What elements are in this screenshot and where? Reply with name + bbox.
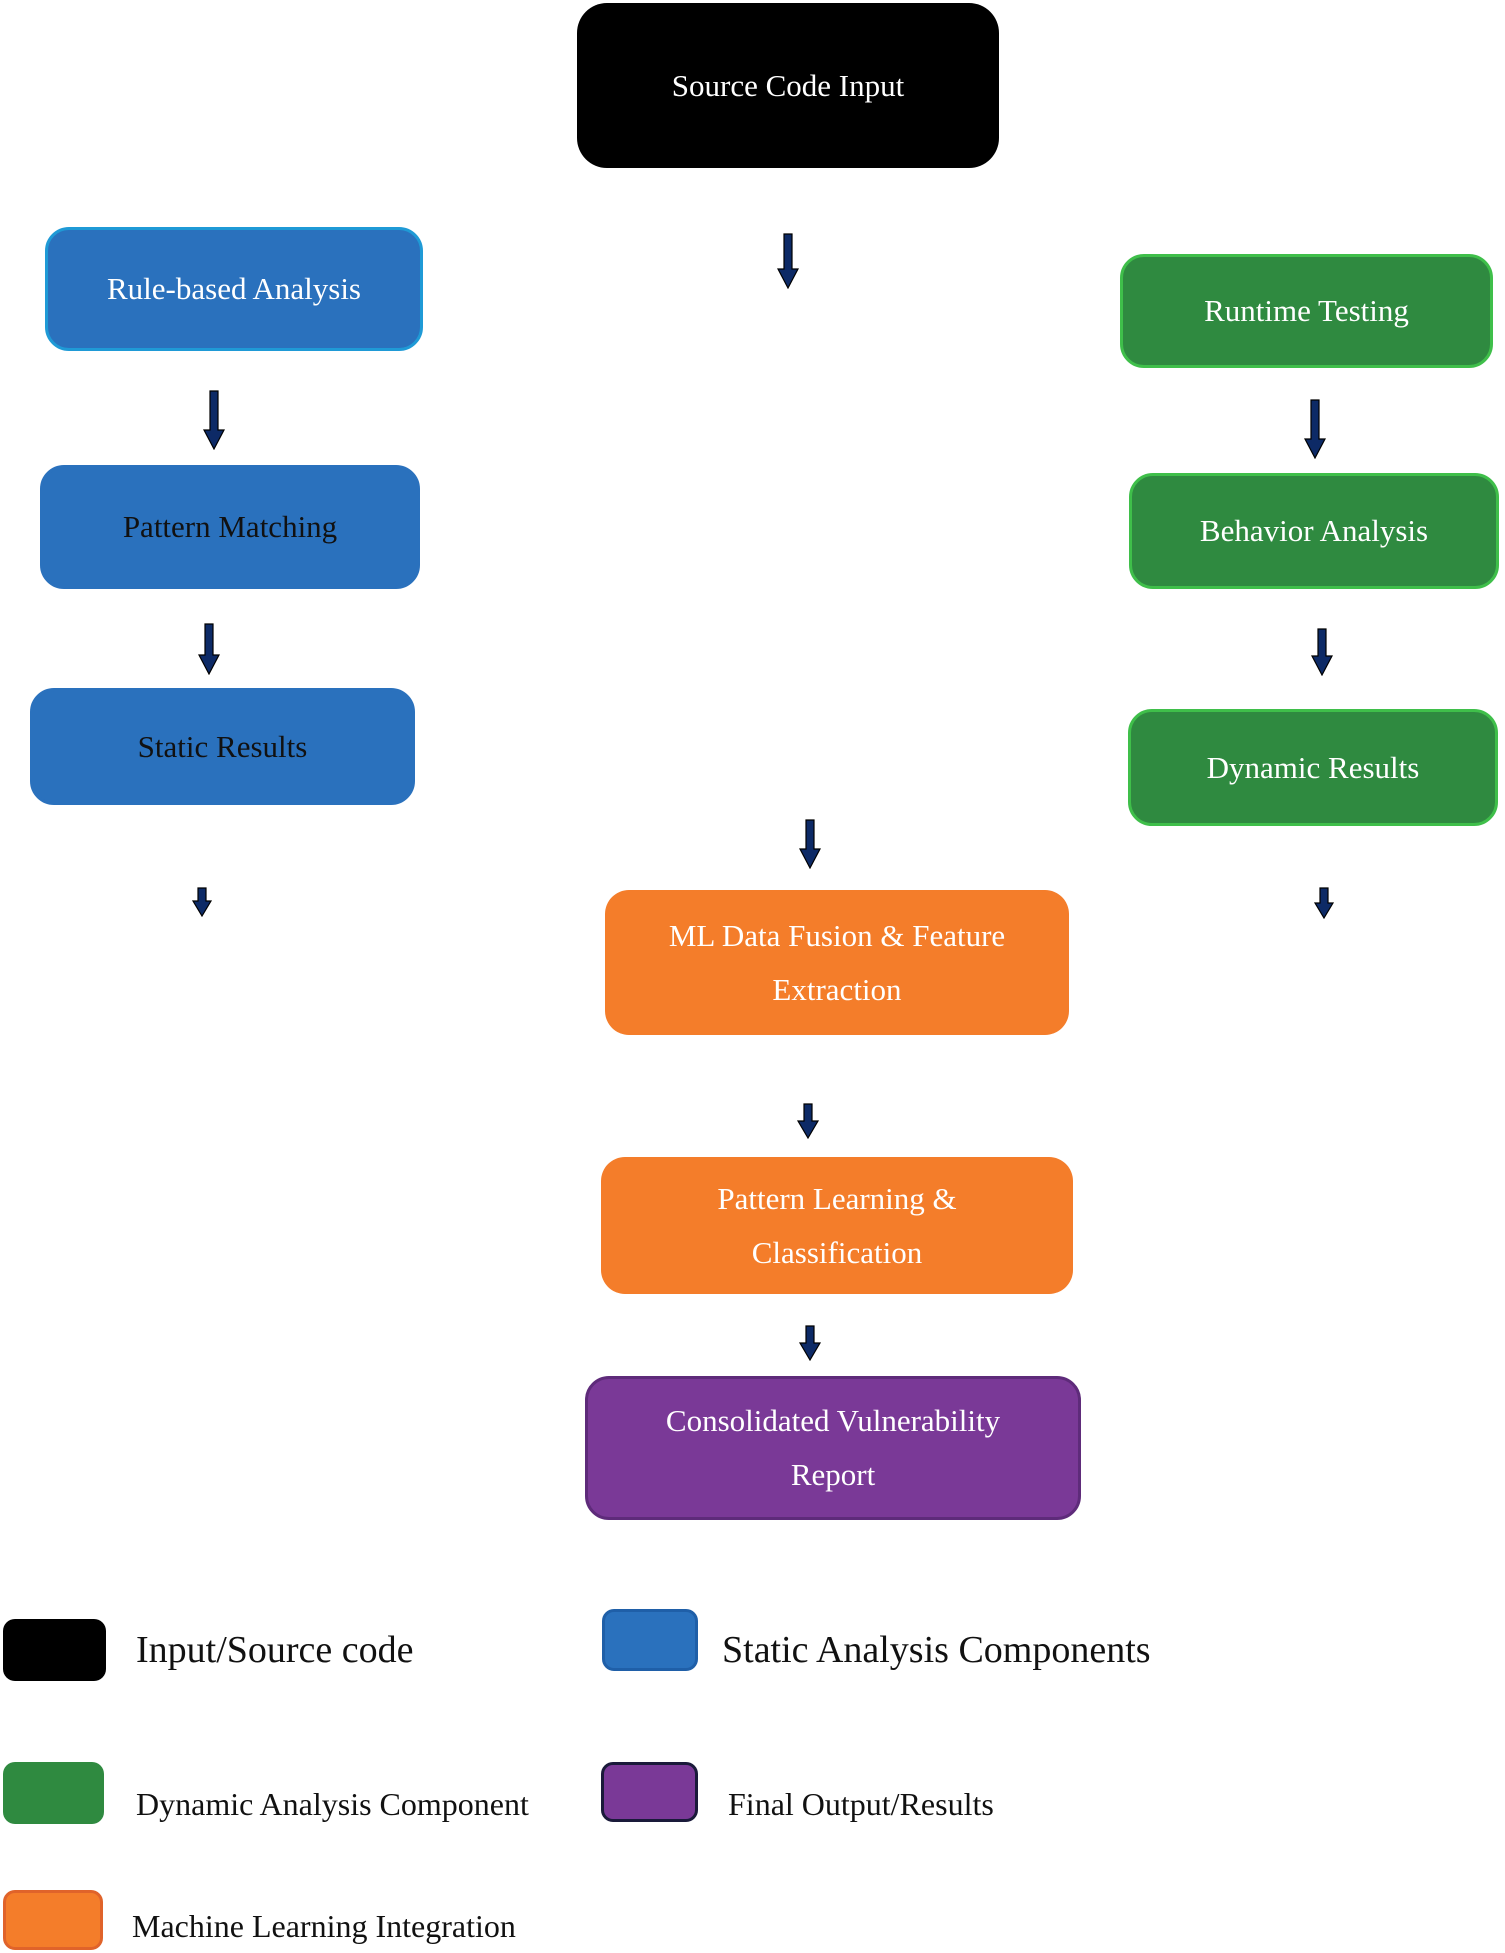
legend-label-dynamic: Dynamic Analysis Component bbox=[136, 1786, 529, 1822]
legend-label-final: Final Output/Results bbox=[728, 1786, 994, 1822]
ml-data-fusion-node: ML Data Fusion & Feature Extraction bbox=[605, 890, 1069, 1035]
ml-data-fusion-line1: ML Data Fusion & Feature bbox=[668, 917, 1006, 953]
pattern-learning-line1: Pattern Learning & bbox=[717, 1180, 957, 1216]
source-code-input-node: Source Code Input bbox=[577, 3, 999, 168]
arrow-down-icon bbox=[1311, 628, 1333, 676]
consolidated-report-line1: Consolidated Vulnerability bbox=[665, 1403, 1001, 1438]
consolidated-report-node: Consolidated Vulnerability Report bbox=[585, 1376, 1081, 1520]
arrow-down-icon bbox=[198, 623, 220, 675]
behavior-analysis-node: Behavior Analysis bbox=[1129, 473, 1499, 589]
legend-swatch-dynamic bbox=[3, 1762, 104, 1824]
static-results-label: Static Results bbox=[137, 728, 308, 764]
legend-swatch-ml bbox=[3, 1890, 103, 1950]
static-results-node: Static Results bbox=[30, 688, 415, 805]
arrow-down-icon bbox=[1313, 887, 1335, 919]
dynamic-results-label: Dynamic Results bbox=[1206, 749, 1420, 785]
legend-label-ml: Machine Learning Integration bbox=[132, 1908, 516, 1944]
arrow-down-icon bbox=[796, 1103, 820, 1139]
runtime-testing-node: Runtime Testing bbox=[1120, 254, 1493, 368]
rule-based-analysis-label: Rule-based Analysis bbox=[107, 271, 361, 306]
runtime-testing-label: Runtime Testing bbox=[1204, 293, 1409, 328]
rule-based-analysis-node: Rule-based Analysis bbox=[45, 227, 423, 351]
arrow-down-icon bbox=[203, 390, 225, 450]
pattern-matching-node: Pattern Matching bbox=[40, 465, 420, 589]
pattern-matching-label: Pattern Matching bbox=[122, 509, 338, 544]
arrow-down-icon bbox=[799, 819, 821, 869]
arrow-down-icon bbox=[191, 887, 213, 917]
arrow-down-icon bbox=[798, 1325, 822, 1361]
legend-label-input: Input/Source code bbox=[136, 1629, 414, 1671]
ml-data-fusion-line2: Extraction bbox=[772, 971, 902, 1007]
legend-swatch-static bbox=[602, 1609, 698, 1671]
pattern-learning-node: Pattern Learning & Classification bbox=[601, 1157, 1073, 1294]
pattern-learning-line2: Classification bbox=[751, 1234, 923, 1270]
legend-label-static: Static Analysis Components bbox=[722, 1629, 1151, 1671]
legend-swatch-final bbox=[601, 1762, 698, 1822]
dynamic-results-node: Dynamic Results bbox=[1128, 709, 1498, 826]
arrow-down-icon bbox=[777, 233, 799, 289]
consolidated-report-line2: Report bbox=[790, 1457, 876, 1492]
source-code-input-label: Source Code Input bbox=[671, 67, 905, 103]
legend-swatch-input bbox=[3, 1619, 106, 1681]
behavior-analysis-label: Behavior Analysis bbox=[1199, 513, 1429, 548]
arrow-down-icon bbox=[1304, 399, 1326, 459]
